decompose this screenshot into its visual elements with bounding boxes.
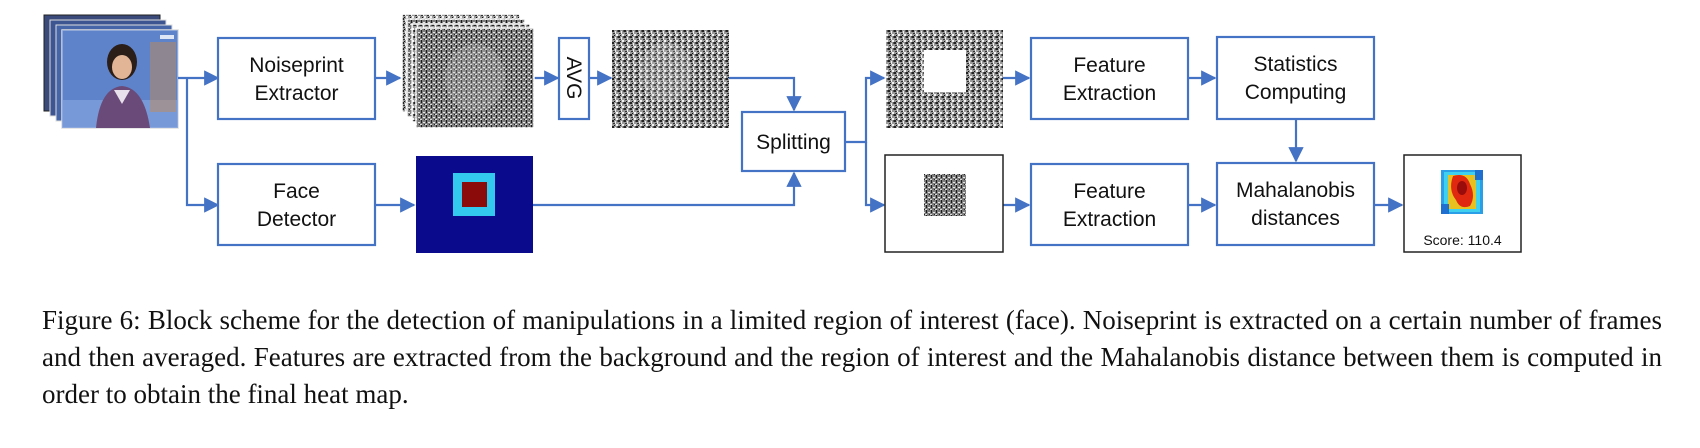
- caption-label: Figure 6:: [42, 305, 141, 335]
- input-video-frames: [43, 14, 179, 129]
- noiseprint-frames-stack: [401, 13, 535, 129]
- face-detector-line1: Face: [273, 180, 320, 203]
- averaged-noiseprint: [612, 30, 729, 128]
- connectors: [178, 70, 1404, 213]
- arrow-input-to-face-detector: [185, 78, 220, 213]
- face-detector-block: Face Detector: [216, 162, 377, 247]
- feature-extraction-top-line1: Feature: [1073, 54, 1145, 77]
- face-region: [884, 154, 1004, 253]
- splitting-label: Splitting: [756, 131, 831, 154]
- background-region: [886, 30, 1003, 128]
- figure-caption: Figure 6: Block scheme for the detection…: [42, 302, 1662, 413]
- arrow-mask-to-splitting: [533, 171, 802, 207]
- noiseprint-extractor-line1: Noiseprint: [249, 54, 344, 77]
- noiseprint-extractor-block: Noiseprint Extractor: [216, 36, 377, 121]
- noiseprint-extractor-line2: Extractor: [254, 82, 338, 105]
- presenter-figure: [96, 44, 150, 128]
- statistics-computing-line2: Computing: [1245, 81, 1347, 104]
- mahalanobis-line2: distances: [1251, 207, 1340, 230]
- block-scheme-diagram: Noiseprint Extractor AVG Face Detector S…: [43, 13, 1522, 253]
- feature-extraction-top-block: Feature Extraction: [1029, 36, 1190, 121]
- mahalanobis-line1: Mahalanobis: [1236, 179, 1355, 202]
- arrow-average-to-splitting: [729, 76, 802, 112]
- caption-text: Block scheme for the detection of manipu…: [42, 305, 1662, 409]
- feature-extraction-bottom-line2: Extraction: [1063, 208, 1156, 231]
- feature-extraction-bottom-line1: Feature: [1073, 180, 1145, 203]
- statistics-computing-block: Statistics Computing: [1215, 35, 1376, 121]
- score-label: Score: 110.4: [1423, 232, 1502, 248]
- face-region-mask: [416, 156, 533, 253]
- feature-extraction-bottom-block: Feature Extraction: [1029, 162, 1190, 247]
- statistics-computing-line1: Statistics: [1253, 53, 1337, 76]
- avg-block: AVG: [557, 36, 591, 121]
- face-detector-line2: Detector: [257, 208, 336, 231]
- result-heatmap-panel: Score: 110.4: [1403, 154, 1522, 253]
- splitting-block: Splitting: [740, 110, 847, 173]
- arrow-splitting-to-background: [845, 70, 886, 144]
- mahalanobis-distances-block: Mahalanobis distances: [1215, 161, 1376, 247]
- heatmap-image: [1441, 170, 1483, 214]
- avg-label: AVG: [562, 57, 585, 100]
- feature-extraction-top-line2: Extraction: [1063, 82, 1156, 105]
- arrow-splitting-to-face-region: [864, 142, 886, 213]
